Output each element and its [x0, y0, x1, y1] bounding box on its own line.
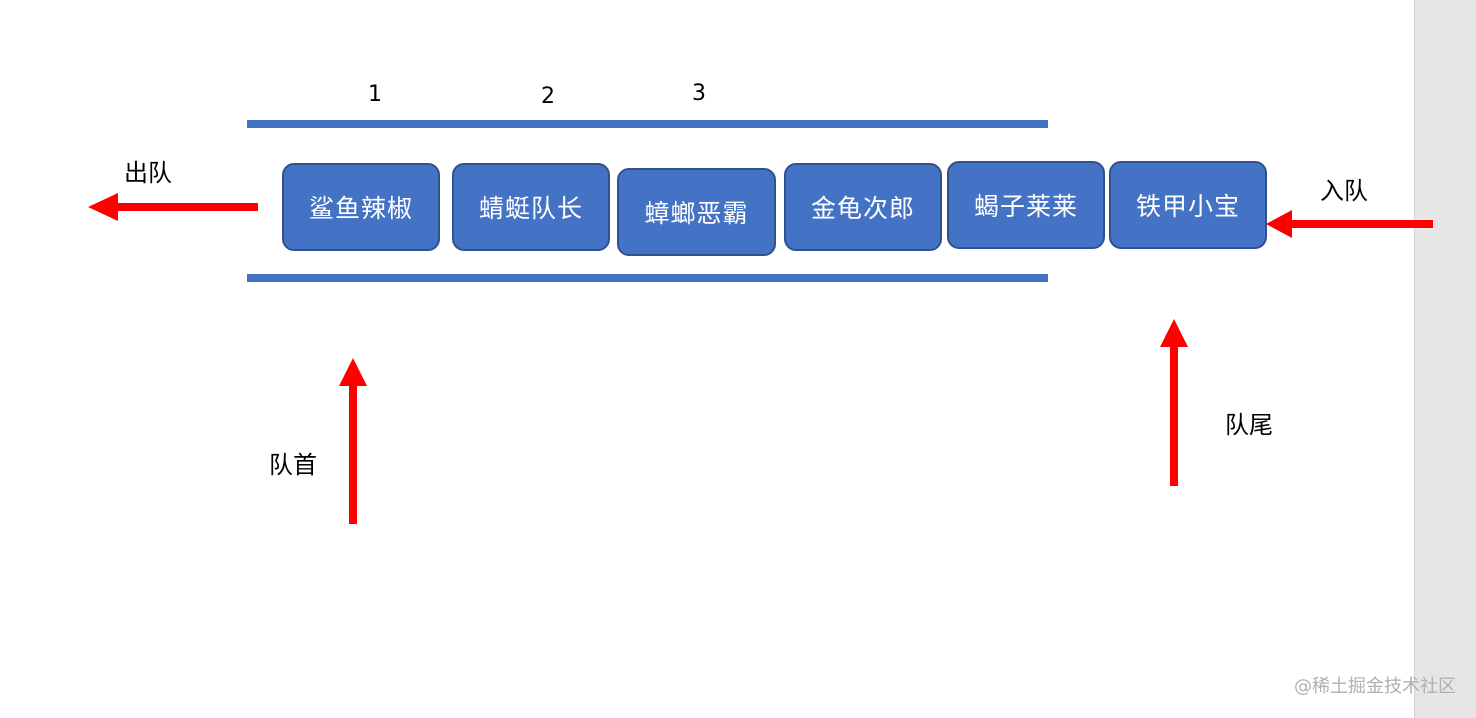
queue-item-2: 蜻蜓队长	[452, 163, 610, 251]
enqueue-arrow-icon	[1266, 210, 1433, 238]
slot-number-2: 2	[541, 84, 555, 109]
head-pointer-arrow-icon	[339, 358, 367, 524]
enqueue-label: 入队	[1320, 177, 1368, 205]
dequeue-arrow-icon	[88, 193, 258, 221]
dequeue-label: 出队	[124, 159, 172, 187]
queue-item-4: 金龟次郎	[784, 163, 942, 251]
queue-item-5: 蝎子莱莱	[947, 161, 1105, 249]
watermark: @稀土掘金技术社区	[1294, 676, 1456, 697]
slot-number-3: 3	[692, 81, 706, 106]
queue-item-3: 蟑螂恶霸	[617, 168, 776, 256]
queue-item-1: 鲨鱼辣椒	[282, 163, 440, 251]
scrollbar-gutter[interactable]	[1414, 0, 1476, 718]
queue-top-rail	[247, 120, 1048, 128]
queue-item-6: 铁甲小宝	[1109, 161, 1267, 249]
tail-label: 队尾	[1225, 411, 1273, 439]
head-label: 队首	[269, 451, 317, 479]
queue-bottom-rail	[247, 274, 1048, 282]
tail-pointer-arrow-icon	[1160, 319, 1188, 486]
slot-number-1: 1	[368, 82, 382, 107]
